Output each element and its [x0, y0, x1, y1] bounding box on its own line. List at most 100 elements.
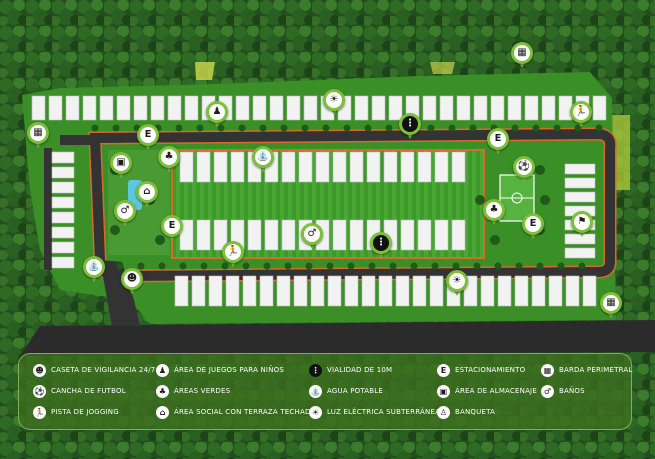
legend-item: ⛲AGUA POTABLE — [309, 383, 383, 399]
guard-booth-icon: ☻ — [124, 271, 140, 287]
map-marker[interactable]: 🏃 — [222, 241, 244, 271]
house-lot — [524, 95, 539, 121]
social-area-icon: ⌂ — [156, 405, 169, 419]
house-lot — [191, 275, 206, 307]
house-lot — [490, 95, 505, 121]
map-marker[interactable]: ⚽ — [513, 156, 535, 186]
palm-tree — [196, 124, 204, 132]
house-lot — [310, 275, 325, 307]
palm-tree — [515, 262, 523, 270]
palm-tree — [389, 262, 397, 270]
palm-tree — [263, 262, 271, 270]
map-marker[interactable]: ⛲ — [252, 146, 274, 176]
house-lot — [388, 95, 403, 121]
palm-tree — [158, 262, 166, 270]
legend-item: ⚽CANCHA DE FUTBOL — [33, 383, 126, 399]
legend-item: ♣ÁREAS VERDES — [156, 383, 230, 399]
house-lot — [514, 275, 529, 307]
map-marker[interactable]: ▦ — [511, 42, 533, 72]
road-icon: ⋮ — [309, 363, 322, 377]
palm-tree — [532, 124, 540, 132]
legend-label: BARDA PERIMETRAL — [559, 366, 633, 374]
palm-tree — [473, 262, 481, 270]
legend-item: ⌂ÁREA SOCIAL CON TERRAZA TECHADA — [156, 404, 315, 420]
green-area-icon: ♣ — [161, 149, 177, 165]
house-lot — [451, 219, 466, 251]
soccer-center — [511, 192, 523, 204]
house-lot — [592, 95, 607, 121]
map-marker[interactable]: E — [487, 128, 509, 158]
map-marker[interactable]: ⛲ — [83, 256, 105, 286]
palm-tree — [322, 124, 330, 132]
storage-icon: ▣ — [437, 384, 450, 398]
palm-tree — [469, 124, 477, 132]
palm-tree — [427, 124, 435, 132]
house-lot — [456, 95, 471, 121]
house-lot — [434, 151, 449, 183]
map-marker[interactable]: ♣ — [483, 199, 505, 229]
map-marker[interactable]: ☀ — [323, 89, 345, 119]
house-lot — [82, 95, 97, 121]
map-marker[interactable]: ♟ — [206, 101, 228, 131]
map-marker[interactable]: ⌂ — [136, 181, 158, 211]
house-lot — [349, 219, 364, 251]
map-marker[interactable]: ⚑ — [571, 211, 593, 241]
road-icon: ⋮ — [402, 116, 418, 132]
house-lot — [303, 95, 318, 121]
kids-playground-icon: ♟ — [156, 363, 169, 377]
house-lot — [51, 241, 75, 254]
map-marker[interactable]: ☻ — [121, 268, 143, 298]
map-marker[interactable]: ▣ — [110, 152, 132, 182]
palm-tree — [553, 124, 561, 132]
legend-label: VIALIDAD DE 10M — [327, 366, 393, 374]
map-marker[interactable]: ⋮ — [399, 113, 421, 143]
house-lot — [327, 275, 342, 307]
house-lot — [213, 151, 228, 183]
palm-tree — [280, 124, 288, 132]
house-lot — [395, 275, 410, 307]
house-lot — [298, 151, 313, 183]
house-lot — [51, 256, 75, 269]
green-area-icon: ♣ — [486, 202, 502, 218]
map-marker[interactable]: ⋮ — [370, 232, 392, 262]
house-lot — [548, 275, 563, 307]
house-lot — [371, 95, 386, 121]
house-lot — [99, 95, 114, 121]
house-lot — [196, 151, 211, 183]
map-marker[interactable]: E — [161, 215, 183, 245]
guard-booth-icon: ☻ — [33, 363, 46, 377]
house-lot — [439, 95, 454, 121]
house-lot — [417, 219, 432, 251]
palm-tree — [238, 124, 246, 132]
house-lots — [31, 95, 607, 307]
map-marker[interactable]: E — [522, 213, 544, 243]
map-marker[interactable]: ▦ — [600, 292, 622, 322]
house-lot — [422, 95, 437, 121]
house-lot — [434, 219, 449, 251]
house-lot — [332, 219, 347, 251]
jogging-icon: 🏃 — [225, 244, 241, 260]
house-lot — [541, 95, 556, 121]
house-lot — [451, 151, 466, 183]
map-marker[interactable]: ♂ — [114, 200, 136, 230]
house-lot — [276, 275, 291, 307]
house-lot — [565, 275, 580, 307]
legend-item: ♟ ÁREA DE JUEGOS PARA NIÑOS — [156, 362, 284, 378]
palm-tree — [175, 124, 183, 132]
map-marker[interactable]: E — [137, 124, 159, 154]
gate-road — [100, 260, 140, 326]
green-area-icon: ♣ — [156, 384, 169, 398]
map-marker[interactable]: ♣ — [158, 146, 180, 176]
map-marker[interactable]: ♂ — [301, 223, 323, 253]
house-lot — [31, 95, 46, 121]
house-lot — [332, 151, 347, 183]
palm-tree — [347, 262, 355, 270]
map-marker[interactable]: ☀ — [446, 270, 468, 300]
legend-label: ÁREA DE JUEGOS PARA NIÑOS — [174, 366, 284, 374]
map-marker[interactable]: ▦ — [27, 122, 49, 152]
house-lot — [564, 177, 596, 189]
house-lot — [507, 95, 522, 121]
house-lot — [281, 151, 296, 183]
map-marker[interactable]: 🏃 — [570, 101, 592, 131]
house-lot — [564, 163, 596, 175]
